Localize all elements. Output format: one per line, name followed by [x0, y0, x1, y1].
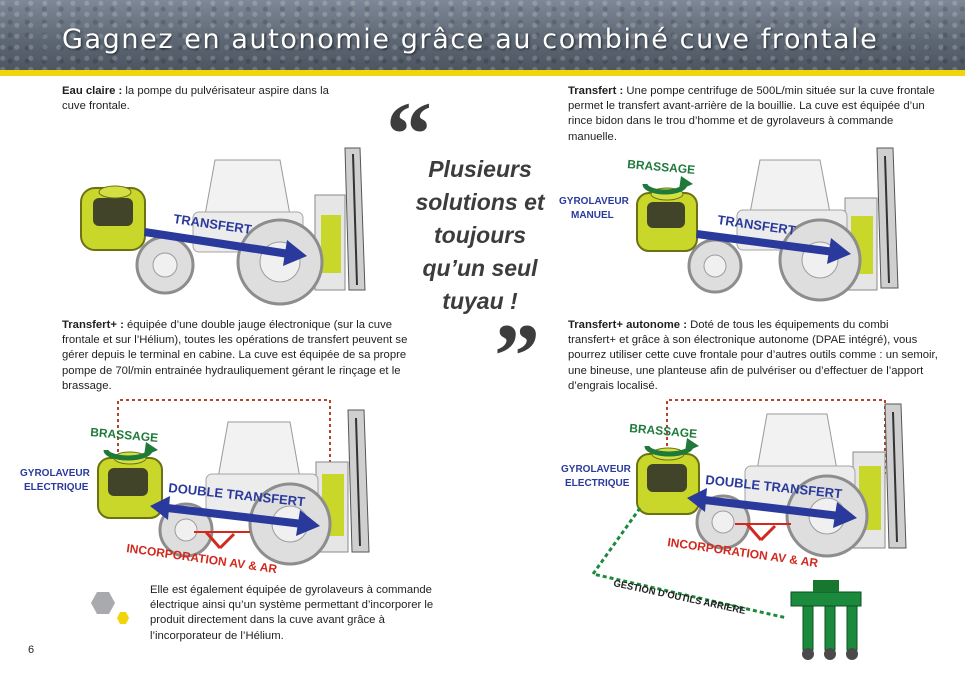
section-eau-claire-body: la pompe du pulvérisateur aspire dans la… [62, 85, 329, 113]
label-brassage: BRASSAGE [629, 421, 698, 441]
diagram-transfert-plus: BRASSAGE GYROLAVEUR ELECTRIQUE DOUBLE TR… [20, 399, 370, 576]
double-transfert-arrow [687, 488, 857, 528]
section-transfert-plus-autonome-body: Doté de tous les équipements du combi tr… [568, 319, 938, 392]
tractor-graphic [687, 159, 862, 302]
green-dotted-line [590, 507, 788, 620]
incorporation-arrow [735, 523, 791, 542]
section-transfert-title: Transfert : [568, 85, 624, 97]
double-transfert-arrow [150, 496, 320, 536]
section-transfert-plus: Transfert+ : équipée d’une double jauge … [62, 318, 410, 394]
section-transfert-plus-body: équipée d’une double jauge électronique … [62, 319, 408, 392]
front-tank-graphic [97, 451, 163, 519]
label-brassage: BRASSAGE [90, 425, 159, 445]
rear-tool-graphic [790, 580, 862, 660]
page-title: Gagnez en autonomie grâce au combiné cuv… [62, 24, 879, 55]
close-quote-mark: ” [494, 305, 540, 407]
section-eau-claire-title: Eau claire : [62, 85, 123, 97]
brassage-rotation-icon [103, 442, 158, 461]
diagram-transfert-plus-autonome: BRASSAGE GYROLAVEUR ELECTRIQUE DOUBLE TR… [561, 399, 907, 660]
label-electrique: ELECTRIQUE [565, 478, 630, 489]
open-quote-mark: “ [386, 83, 432, 185]
brassage-rotation-icon [644, 438, 699, 457]
tractor-graphic [158, 421, 332, 566]
label-electrique: ELECTRIQUE [24, 482, 89, 493]
label-manuel: MANUEL [571, 210, 614, 221]
section-transfert-plus-autonome: Transfert+ autonome : Doté de tous les é… [568, 318, 938, 394]
front-tank-graphic [636, 187, 698, 252]
transfert-arrow [696, 230, 851, 264]
section-transfert-plus-autonome-title: Transfert+ autonome : [568, 319, 687, 331]
incorporation-arrow [194, 531, 250, 550]
yellow-hexagon-icon [117, 612, 129, 624]
quote-text: Plusieurs solutions et toujours qu’un se… [415, 156, 545, 314]
label-gestion-outils: GESTION D’OUTILS ARRIERE [612, 578, 746, 617]
label-brassage: BRASSAGE [627, 157, 696, 177]
gyrolaveurs-note: Elle est également équipée de gyrolaveur… [150, 584, 434, 642]
dotted-control-line [117, 399, 331, 472]
header-band [0, 0, 965, 74]
section-transfert: Transfert : Une pompe centrifuge de 500L… [568, 84, 938, 145]
label-gyrolaveur: GYROLAVEUR [561, 464, 632, 475]
transfert-arrow [144, 228, 307, 266]
page-number: 6 [28, 644, 35, 656]
diagram-transfert: BRASSAGE GYROLAVEUR MANUEL TRANSFERT [559, 147, 899, 302]
hexagon-bullets [91, 592, 129, 624]
section-transfert-body: Une pompe centrifuge de 500L/min située … [568, 85, 935, 143]
diagram-eau-claire: TRANSFERT [80, 147, 366, 306]
front-tank-graphic [80, 185, 146, 251]
brassage-rotation-icon [642, 176, 693, 195]
section-eau-claire: Eau claire : la pompe du pulvérisateur a… [62, 84, 342, 114]
section-transfert-plus-title: Transfert+ : [62, 319, 124, 331]
label-gyrolaveur: GYROLAVEUR [559, 196, 630, 207]
header-yellow-stripe [0, 70, 965, 76]
grey-hexagon-icon [91, 592, 115, 614]
label-gyrolaveur: GYROLAVEUR [20, 468, 91, 479]
front-tank-graphic [636, 447, 700, 515]
dotted-control-line [666, 399, 886, 474]
